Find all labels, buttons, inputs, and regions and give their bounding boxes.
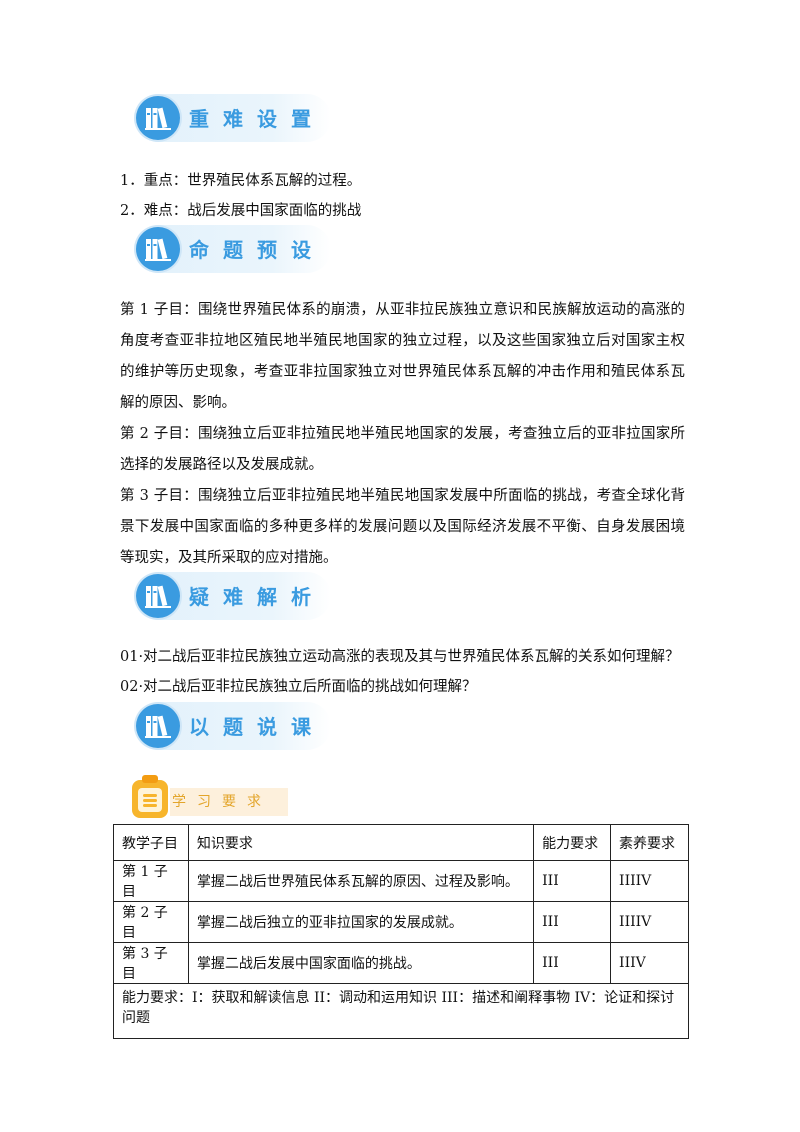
table-row: 第 2 子目 掌握二战后独立的亚非拉国家的发展成就。 III IIIIV xyxy=(113,901,689,943)
table-row: 第 1 子目 掌握二战后世界殖民体系瓦解的原因、过程及影响。 III IIIIV xyxy=(113,860,689,902)
focus-difficult-point: 2．难点：战后发展中国家面临的挑战 xyxy=(120,203,362,219)
books-icon xyxy=(136,704,180,748)
header-cell: 知识要求 xyxy=(187,824,535,861)
table-cell: IIIV xyxy=(610,942,689,984)
table-cell: IIIIV xyxy=(610,901,689,943)
table-cell: III xyxy=(533,860,612,902)
table-header-row: 教学子目 知识要求 能力要求 素养要求 xyxy=(113,824,689,861)
topic-paragraph-3: 第 3 子目：围绕独立后亚非拉殖民地半殖民地国家发展中所面临的挑战，考查全球化背… xyxy=(120,488,685,566)
section-title: 命题预设 xyxy=(189,238,325,262)
ability-legend-note: 能力要求：I：获取和解读信息 II：调动和运用知识 III：描述和阐释事物 IV… xyxy=(113,983,689,1039)
question-2: 02·对二战后亚非拉民族独立后所面临的挑战如何理解？ xyxy=(120,679,477,695)
table-note-row: 能力要求：I：获取和解读信息 II：调动和运用知识 III：描述和阐释事物 IV… xyxy=(113,983,689,1039)
section-banner-problem-analysis: 疑难解析 xyxy=(135,572,331,620)
table-cell: 第 2 子目 xyxy=(113,901,189,943)
section-banner-lesson-by-questions: 以题说课 xyxy=(135,702,331,750)
table-cell: IIIIV xyxy=(610,860,689,902)
books-icon xyxy=(136,227,180,271)
table-cell: 掌握二战后世界殖民体系瓦解的原因、过程及影响。 xyxy=(187,860,535,902)
study-requirements-banner: 学习要求 xyxy=(132,775,288,818)
table-cell: 第 1 子目 xyxy=(113,860,189,902)
question-1: 01·对二战后亚非拉民族独立运动高涨的表现及其与世界殖民体系瓦解的关系如何理解？ xyxy=(120,649,680,665)
topic-paragraph-2: 第 2 子目：围绕独立后亚非拉殖民地半殖民地国家的发展，考查独立后的亚非拉国家所… xyxy=(120,426,685,473)
focus-key-point: 1．重点：世界殖民体系瓦解的过程。 xyxy=(120,173,362,189)
table-cell: III xyxy=(533,942,612,984)
header-cell: 素养要求 xyxy=(610,824,689,861)
banner-band xyxy=(170,788,288,816)
table-cell: 掌握二战后独立的亚非拉国家的发展成就。 xyxy=(187,901,535,943)
topic-paragraph-1: 第 1 子目：围绕世界殖民体系的崩溃，从亚非拉民族独立意识和民族解放运动的高涨的… xyxy=(120,302,685,411)
table-cell: 掌握二战后发展中国家面临的挑战。 xyxy=(187,942,535,984)
section-banner-topic-preset: 命题预设 xyxy=(135,225,331,273)
section-banner-key-difficult: 重难设置 xyxy=(135,94,331,142)
table-cell: III xyxy=(533,901,612,943)
section-title: 重难设置 xyxy=(189,107,325,131)
study-requirements-title: 学习要求 xyxy=(172,794,272,810)
study-requirements-table: 教学子目 知识要求 能力要求 素养要求 第 1 子目 掌握二战后世界殖民体系瓦解… xyxy=(113,824,689,1039)
books-icon xyxy=(136,96,180,140)
table-cell: 第 3 子目 xyxy=(113,942,189,984)
table-row: 第 3 子目 掌握二战后发展中国家面临的挑战。 III IIIV xyxy=(113,942,689,984)
books-icon xyxy=(136,574,180,618)
section-title: 疑难解析 xyxy=(189,585,325,609)
header-cell: 教学子目 xyxy=(113,824,189,861)
header-cell: 能力要求 xyxy=(533,824,612,861)
clipboard-icon xyxy=(132,775,168,818)
section-title: 以题说课 xyxy=(189,715,325,739)
